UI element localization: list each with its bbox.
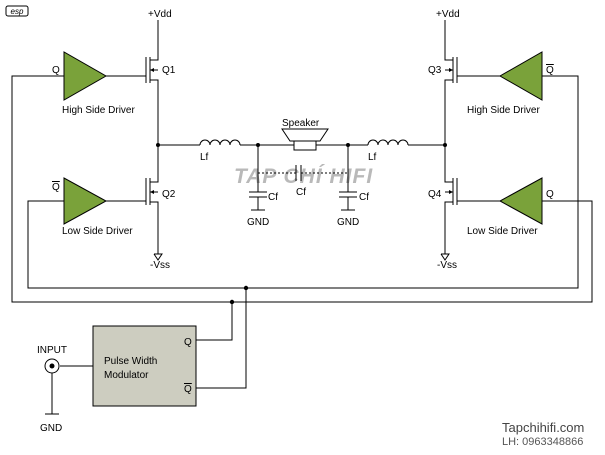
q2-label: Q2 (162, 189, 176, 200)
modulator-title-line1: Pulse Width (104, 356, 157, 367)
high-driver-right-label: High Side Driver (467, 105, 540, 116)
cap-right-label: Cf (359, 192, 369, 203)
cap-middle-label: Cf (296, 187, 306, 198)
left-half-bridge: +Vdd Q1 Q2 -Vss (52, 9, 200, 271)
control-wiring (11, 75, 593, 389)
modulator-out-q-label: Q (184, 337, 192, 348)
low-driver-right-input-label: Q (546, 189, 554, 200)
input-gnd-label: GND (40, 423, 62, 434)
inductor-left (199, 139, 241, 146)
vdd-right-label: +Vdd (436, 9, 460, 20)
vss-left-label: -Vss (150, 260, 170, 271)
mosfet-q1-symbol (132, 55, 159, 86)
gnd-left-label: GND (247, 217, 269, 228)
low-driver-right-label: Low Side Driver (467, 226, 538, 237)
input-label: INPUT (37, 345, 67, 356)
low-driver-left-input-label: Q (52, 182, 60, 193)
q3-label: Q3 (428, 65, 442, 76)
inductor-right (367, 139, 409, 146)
modulator-title-line2: Modulator (104, 370, 149, 381)
inductor-left-label: Lf (200, 152, 209, 163)
mosfet-q2-symbol (106, 176, 159, 208)
footer-phone: LH: 0963348866 (502, 436, 583, 448)
esp-logo (5, 5, 29, 17)
mosfet-q3-symbol (444, 55, 500, 86)
vdd-left-label: +Vdd (148, 9, 172, 20)
low-side-driver-left (63, 177, 108, 225)
low-driver-left-label: Low Side Driver (62, 226, 133, 237)
speaker-symbol (281, 128, 329, 151)
high-driver-right-input-label: Q (546, 65, 554, 76)
high-side-driver-left (63, 51, 108, 101)
vss-right-label: -Vss (437, 260, 457, 271)
right-half-bridge: +Vdd Q3 Q4 -Vss Q (428, 9, 554, 271)
q1-label: Q1 (162, 65, 176, 76)
cap-left-label: Cf (268, 192, 278, 203)
high-driver-left-input-label: Q (52, 65, 60, 76)
footer-site: Tapchihifi.com (502, 420, 584, 435)
q4-label: Q4 (428, 189, 442, 200)
output-filter: Lf Speaker Lf Cf GND Cf (199, 118, 445, 228)
low-side-driver-right (498, 177, 543, 225)
inductor-right-label: Lf (368, 152, 377, 163)
watermark: TAP CHÍ HIFI (234, 165, 373, 188)
pulse-width-modulator: Pulse Width Modulator Q Q INPUT GND (37, 325, 197, 434)
high-driver-left-label: High Side Driver (62, 105, 135, 116)
mosfet-q4-symbol (444, 176, 500, 208)
esp-logo-text: esp (11, 7, 24, 16)
gnd-right-label: GND (337, 217, 359, 228)
speaker-label: Speaker (282, 118, 320, 129)
modulator-out-qbar-label: Q (184, 384, 192, 395)
high-side-driver-right (498, 51, 543, 101)
